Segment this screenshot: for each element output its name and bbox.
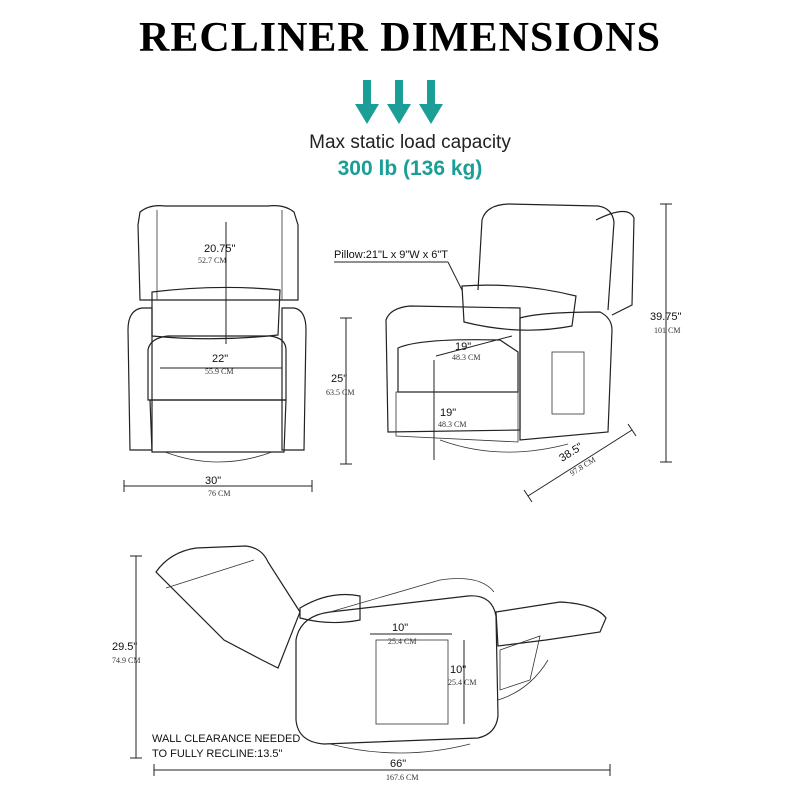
side-seat-depth-cm: 48.3 CM <box>452 353 480 362</box>
reclined-length-in: 66" <box>390 758 406 770</box>
front-back-height-in: 20.75" <box>204 243 236 255</box>
reclined-height-in: 29.5" <box>112 641 137 653</box>
pocket-height-in: 10" <box>450 664 466 676</box>
side-pillow-size: Pillow:21"L x 9"W x 6"T <box>334 249 448 261</box>
front-width-in: 30" <box>205 475 221 487</box>
wall-clearance-line1: WALL CLEARANCE NEEDED <box>152 733 300 745</box>
reclined-height-cm: 74.9 CM <box>112 656 140 665</box>
front-seat-width-cm: 55.9 CM <box>205 367 233 376</box>
reclined-length-cm: 167.6 CM <box>386 773 418 782</box>
front-view-chair <box>127 205 307 463</box>
front-back-height-cm: 52.7 CM <box>198 256 226 265</box>
page-title: RECLINER DIMENSIONS <box>139 15 661 61</box>
front-seat-width-in: 22" <box>212 353 228 365</box>
side-height-in: 39.75" <box>650 311 682 323</box>
front-width-cm: 76 CM <box>208 489 230 498</box>
side-height-cm: 101 CM <box>654 326 680 335</box>
reclined-view-chair <box>155 545 607 754</box>
side-seat-depth-in: 19" <box>455 341 471 353</box>
front-seat-height-in: 25" <box>331 373 347 385</box>
load-lb: 300 lb <box>337 157 398 180</box>
down-arrows-icon <box>355 80 443 124</box>
load-capacity-value: 300 lb (136 kg) <box>0 157 800 181</box>
pocket-height-cm: 25.4 CM <box>448 678 476 687</box>
side-seat-height-in: 19" <box>440 407 456 419</box>
side-view-chair <box>385 203 635 453</box>
wall-clearance-line2: TO FULLY RECLINE:13.5" <box>152 748 283 760</box>
pocket-width-in: 10" <box>392 622 408 634</box>
load-capacity-label: Max static load capacity <box>309 132 511 153</box>
load-kg: (136 kg) <box>403 157 483 180</box>
pocket-width-cm: 25.4 CM <box>388 637 416 646</box>
side-seat-height-cm: 48.3 CM <box>438 420 466 429</box>
front-seat-height-cm: 63.5 CM <box>326 388 354 397</box>
